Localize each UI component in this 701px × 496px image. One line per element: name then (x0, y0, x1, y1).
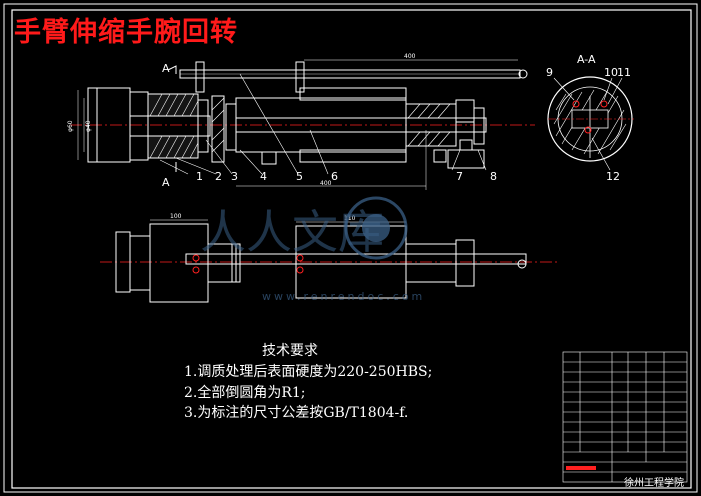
inner-border (11, 9, 692, 489)
svg-text:φ40: φ40 (85, 120, 92, 132)
svg-text:A: A (162, 176, 170, 189)
part-label: 5 (296, 170, 303, 183)
section-a-a (547, 76, 634, 171)
title-block-school: 徐州工程学院 (624, 478, 684, 489)
section-view-label: A-A (577, 53, 596, 66)
svg-text:400: 400 (404, 53, 416, 60)
section-marks: A A (162, 62, 170, 189)
part-label: 9 (546, 66, 553, 79)
svg-text:110: 110 (344, 215, 356, 222)
main-view-part-labels: 1 2 3 4 5 6 7 8 (196, 170, 497, 183)
watermark-text: 人人文库 (200, 205, 384, 259)
part-label: 1 (196, 170, 203, 183)
outer-border (3, 3, 698, 493)
part-label: 12 (606, 170, 620, 183)
top-view (100, 219, 560, 303)
watermark (344, 196, 408, 260)
part-label: 11 (617, 66, 631, 79)
top-view-dimensions: 100 110 (170, 213, 356, 222)
svg-text:400: 400 (320, 180, 332, 187)
part-label: 10 (604, 66, 618, 79)
svg-text:100: 100 (170, 213, 182, 220)
part-label: 2 (215, 170, 222, 183)
dimension-values: 400 400 φ60 φ40 (67, 53, 416, 187)
part-label: 4 (260, 170, 267, 183)
tech-requirement-item: 3.为标注的尺寸公差按GB/T1804-f. (184, 405, 409, 421)
main-view (70, 59, 535, 190)
part-label: 6 (331, 170, 338, 183)
tech-requirement-item: 1.调质处理后表面硬度为220-250HBS; (184, 364, 433, 380)
tech-requirement-item: 2.全部倒圆角为R1; (184, 385, 306, 401)
tech-requirements-heading: 技术要求 (262, 343, 318, 359)
svg-text:φ60: φ60 (67, 120, 74, 132)
part-label: 8 (490, 170, 497, 183)
part-label: 3 (231, 170, 238, 183)
section-part-labels: 9 10 11 12 (546, 66, 631, 183)
svg-text:A: A (162, 62, 170, 75)
drawing-title: 手臂伸缩手腕回转 (14, 17, 238, 48)
watermark-url: www.renrendoc.com (262, 290, 425, 303)
title-block (562, 351, 688, 483)
part-label: 7 (456, 170, 463, 183)
